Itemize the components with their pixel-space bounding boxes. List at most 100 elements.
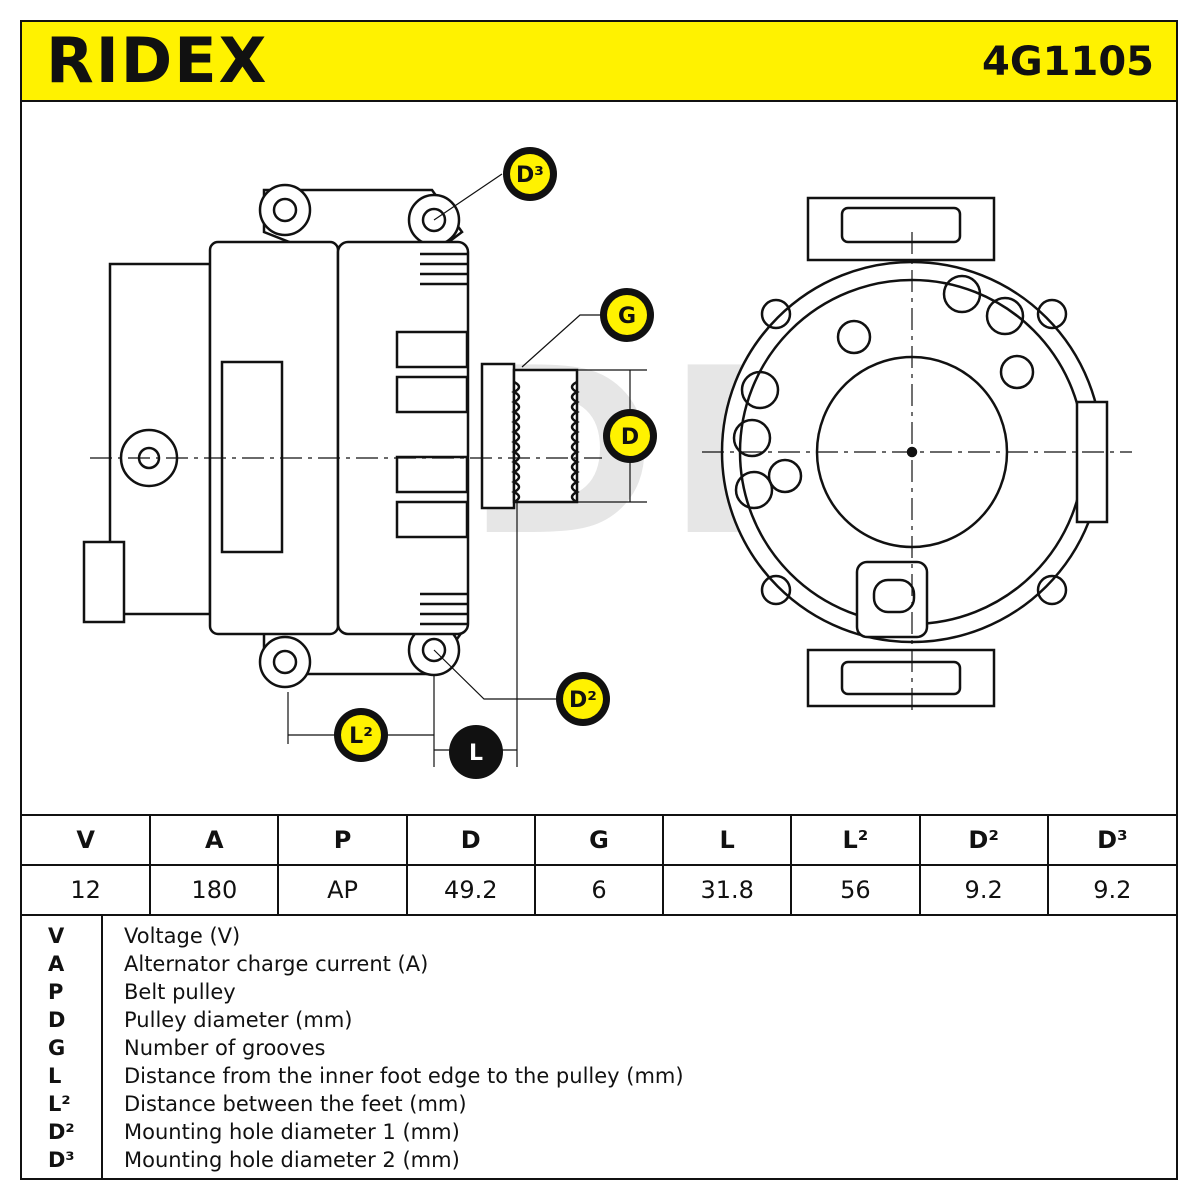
callout-g: G (600, 288, 654, 342)
legend-row: L² Distance between the feet (mm) (22, 1090, 1176, 1118)
bottom-right-hole-inner (421, 637, 447, 663)
legend-key: L (48, 1064, 62, 1088)
front-sensor-plug (855, 560, 929, 639)
callout-l2-label: L² (349, 724, 373, 749)
legend-row: D Pulley diameter (mm) (22, 1006, 1176, 1034)
callout-d3-label: D³ (516, 163, 544, 188)
spec-table: V A P D G L L² D² D³ 12 180 AP 49.2 6 31… (22, 814, 1176, 916)
pulley-body (512, 368, 579, 504)
pulley-hub (480, 362, 516, 510)
legend-key: D³ (48, 1148, 75, 1172)
vent-slot-2 (395, 330, 469, 369)
spec-value-d2: 9.2 (918, 864, 1049, 916)
legend-desc: Pulley diameter (mm) (124, 1008, 353, 1032)
spec-value-p: AP (277, 864, 408, 916)
front-housing (336, 240, 470, 636)
front-center-dot (906, 446, 918, 458)
bottom-left-hole-inner (272, 649, 298, 675)
spec-value-a: 180 (149, 864, 280, 916)
part-number: 4G1105 (982, 39, 1154, 85)
legend-desc: Belt pulley (124, 980, 236, 1004)
spec-value-v: 12 (22, 864, 152, 916)
legend-row: L Distance from the inner foot edge to t… (22, 1062, 1176, 1090)
alternator-drawing-svg: RIDEX (82, 147, 1132, 779)
legend-row: D² Mounting hole diameter 1 (mm) (22, 1118, 1176, 1146)
front-centerlines (702, 232, 1132, 714)
legend-row: D³ Mounting hole diameter 2 (mm) (22, 1146, 1176, 1174)
legend-key: V (48, 924, 65, 948)
front-bottom-foot (806, 648, 996, 708)
callout-d2-label: D² (569, 688, 597, 713)
spec-value-row: 12 180 AP 49.2 6 31.8 56 9.2 9.2 (22, 864, 1176, 916)
header-bar: RIDEX 4G1105 (22, 22, 1176, 102)
technical-drawing: RIDEX (22, 102, 1176, 814)
legend-key: D (48, 1008, 66, 1032)
front-view (702, 196, 1132, 714)
leader-d2 (433, 649, 558, 700)
diode-2 (999, 354, 1035, 390)
brand-logo: RIDEX (46, 24, 269, 97)
spec-value-l: 31.8 (662, 864, 793, 916)
legend-desc: Mounting hole diameter 1 (mm) (124, 1120, 460, 1144)
spec-header-l: L (662, 814, 793, 866)
bulb-3 (740, 370, 780, 410)
bottom-left-hole (258, 635, 312, 689)
spec-value-l2: 56 (790, 864, 921, 916)
callout-d: D (603, 409, 657, 463)
screw-tl (760, 298, 792, 330)
top-left-hole (258, 183, 312, 237)
callout-l2: L² (334, 708, 388, 762)
spec-header-a: A (149, 814, 280, 866)
pulley-grooves-left (511, 380, 521, 504)
bulb-5 (734, 470, 774, 510)
legend-divider (101, 914, 103, 1178)
side-dimensions (287, 173, 647, 767)
legend-row: A Alternator charge current (A) (22, 950, 1176, 978)
screw-tr (1036, 298, 1068, 330)
callout-d3: D³ (503, 147, 557, 201)
vent-slot-4 (395, 455, 469, 494)
callout-l: L (449, 725, 503, 779)
side-view (82, 183, 602, 689)
spec-header-l2: L² (790, 814, 921, 866)
legend-desc: Mounting hole diameter 2 (mm) (124, 1148, 460, 1172)
spec-header-d3: D³ (1046, 814, 1176, 866)
bulb-2 (985, 296, 1025, 336)
legend-key: G (48, 1036, 66, 1060)
spec-header-v: V (22, 814, 152, 866)
leader-g (521, 314, 602, 368)
bulb-1 (942, 274, 982, 314)
top-right-hole-inner (421, 207, 447, 233)
legend-desc: Number of grooves (124, 1036, 326, 1060)
rear-connector (82, 540, 126, 624)
vent-slot-3 (395, 375, 469, 414)
spec-header-g: G (533, 814, 665, 866)
callout-g-label: G (618, 304, 636, 329)
legend-desc: Alternator charge current (A) (124, 952, 429, 976)
datasheet-frame: RIDEX 4G1105 RIDEX (20, 20, 1178, 1180)
legend-row: V Voltage (V) (22, 922, 1176, 950)
spec-header-d: D (405, 814, 536, 866)
vent-slot-1 (220, 360, 284, 554)
diode-1 (836, 319, 872, 355)
legend-key: L² (48, 1092, 71, 1116)
spec-header-p: P (277, 814, 408, 866)
stator-body (208, 240, 340, 636)
callout-l-label: L (469, 741, 483, 766)
callout-d-label: D (621, 425, 639, 450)
fins-top (420, 252, 468, 286)
vent-slot-5 (395, 500, 469, 539)
screw-bl (760, 574, 792, 606)
spec-value-d: 49.2 (405, 864, 536, 916)
legend-key: D² (48, 1120, 75, 1144)
legend-row: G Number of grooves (22, 1034, 1176, 1062)
bulb-4 (732, 418, 772, 458)
front-top-foot (806, 196, 996, 262)
diode-3 (767, 458, 803, 494)
legend: V Voltage (V) A Alternator charge curren… (22, 914, 1176, 1178)
leader-d3 (433, 173, 503, 221)
screw-br (1036, 574, 1068, 606)
front-bottom-foot-slot (840, 660, 962, 696)
front-top-foot-slot (840, 206, 962, 244)
legend-key: P (48, 980, 64, 1004)
